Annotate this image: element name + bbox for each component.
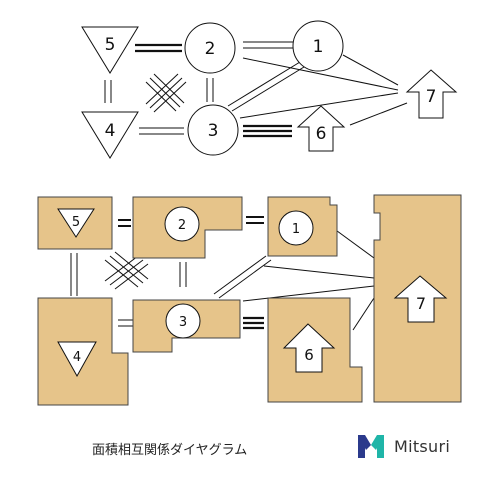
brand-name: Mitsuri	[394, 436, 451, 456]
graph-node-7-label: 7	[426, 87, 437, 107]
plan-room-1-label: 1	[292, 222, 300, 237]
plan-room-3-label: 3	[179, 315, 187, 330]
plan-room-2: 2	[164, 206, 200, 242]
graph-node-6-label: 6	[316, 124, 327, 144]
graph-edge-3-7	[239, 92, 399, 119]
plan-room-5: 5	[57, 208, 95, 238]
plan-room-6-label: 6	[304, 346, 314, 364]
graph-edge-3-1	[227, 61, 305, 112]
graph-node-4-label: 4	[105, 121, 116, 141]
graph-edge-3-6	[243, 124, 292, 138]
graph-node-5[interactable]: 5	[81, 26, 139, 74]
brand: Mitsuri	[356, 432, 450, 460]
graph-node-1-label: 1	[313, 37, 324, 57]
graph-node-2[interactable]: 2	[184, 22, 236, 74]
plan-room-2-label: 2	[178, 218, 186, 233]
graph-node-3-label: 3	[208, 121, 219, 141]
graph-node-3[interactable]: 3	[187, 104, 239, 156]
plan-room-7: 7	[393, 275, 448, 323]
graph-edge-4-3	[139, 127, 184, 135]
graph-node-4[interactable]: 4	[81, 111, 139, 159]
plan-room-4: 4	[57, 341, 97, 378]
graph-node-7[interactable]: 7	[405, 69, 458, 119]
graph-edge-5-4	[104, 80, 112, 103]
plan-room-7-label: 7	[416, 294, 426, 313]
graph-edge-2-3	[206, 78, 214, 102]
graph-node-1[interactable]: 1	[292, 20, 344, 72]
graph-edge-4-2	[145, 73, 187, 113]
plan-room-5-label: 5	[72, 215, 80, 230]
graph-edge-5-2	[135, 43, 182, 53]
plan-room-1: 1	[278, 210, 314, 246]
graph-edge-6-7	[349, 102, 408, 126]
plan-room-6: 6	[282, 323, 336, 373]
graph-edge-2-7	[242, 57, 399, 91]
graph-edge-1-7	[342, 54, 399, 86]
graph-edge-2-1	[243, 41, 293, 49]
graph-node-2-label: 2	[205, 39, 216, 59]
plan-room-4-label: 4	[73, 350, 81, 365]
diagram-caption: 面積相互関係ダイヤグラム	[92, 443, 248, 458]
graph-node-5-label: 5	[105, 35, 116, 55]
plan-links	[70, 216, 375, 331]
graph-edge-5-3	[145, 73, 185, 112]
graph-node-6[interactable]: 6	[296, 105, 346, 152]
plan-room-3: 3	[165, 303, 201, 339]
mitsuri-logo-icon	[358, 435, 384, 458]
